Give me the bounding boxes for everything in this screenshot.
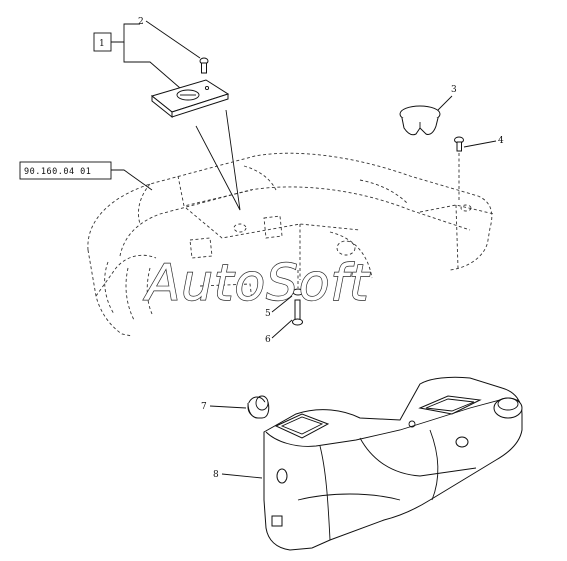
callout-2-leader — [145, 20, 201, 59]
grommet-part-7: 7 — [201, 395, 270, 419]
screw-part-4: 4 — [454, 136, 504, 200]
callout-1-bracket — [111, 23, 140, 43]
phantom-frame — [87, 152, 495, 337]
callout-1-group: 1 — [93, 23, 181, 89]
reference-box[interactable] — [19, 161, 112, 180]
console-cover-part-8: 8 — [213, 376, 523, 551]
callout-7-label: 7 — [201, 402, 207, 412]
screw-part-2 — [199, 57, 209, 74]
plug-part-3: 3 — [399, 85, 457, 136]
callout-8-label: 8 — [213, 470, 219, 480]
mount-plate — [150, 79, 230, 119]
callout-2-group: 2 — [138, 17, 201, 59]
bolt-part-6: 6 — [265, 299, 303, 345]
washer-part-5: 5 — [265, 270, 304, 319]
callout-2-label: 2 — [138, 17, 144, 27]
callout-6-label: 6 — [265, 335, 271, 345]
reference-box-label: 90.160.04 01 — [24, 167, 91, 177]
callout-5-label: 5 — [265, 309, 271, 319]
callout-3-label: 3 — [451, 85, 457, 95]
callout-1-label: 1 — [99, 39, 105, 49]
watermark-text: AutoSoft — [143, 254, 371, 312]
callout-1-leader — [123, 42, 181, 89]
locator-wedge — [195, 109, 241, 211]
callout-4-label: 4 — [498, 136, 504, 146]
reference-callout: 90.160.04 01 — [19, 161, 153, 191]
